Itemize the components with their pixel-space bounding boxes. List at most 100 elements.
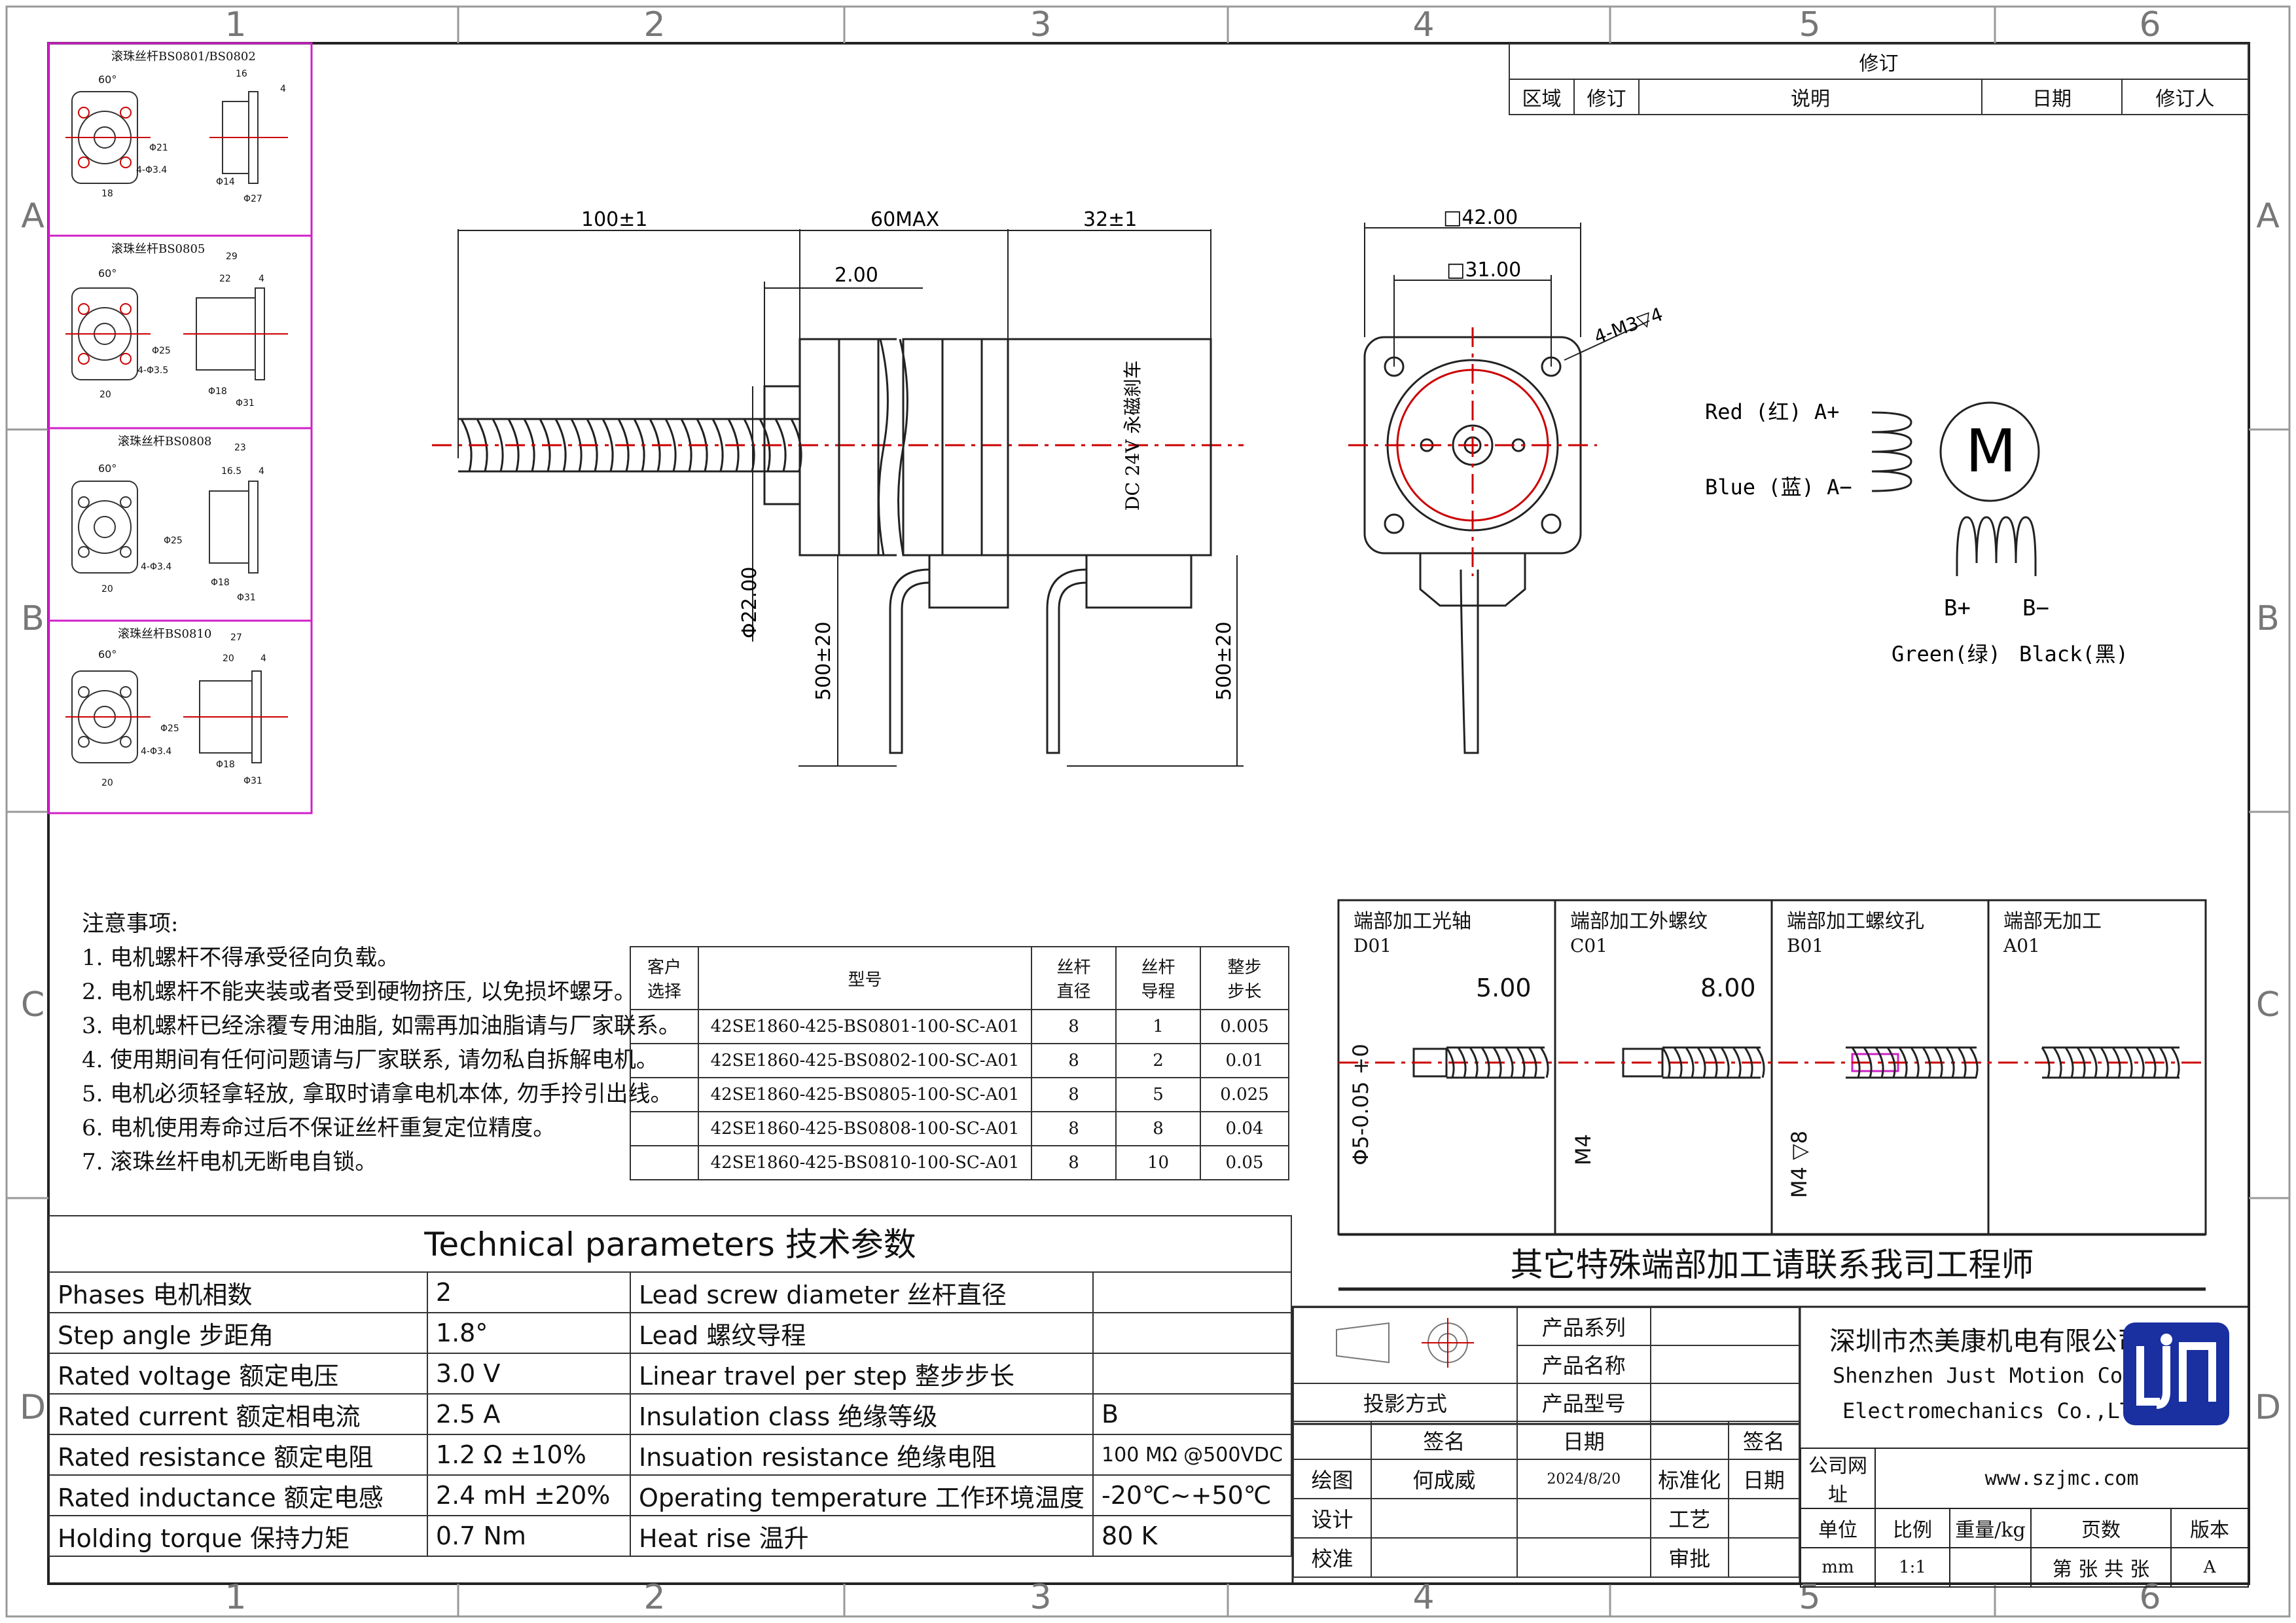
row-label-a-right: A — [2256, 196, 2280, 236]
end-option-2-side-dim: M4 — [1571, 1134, 1596, 1165]
panel-1-dim-g: Φ27 — [243, 194, 262, 204]
model-cell: 42SE1860-425-BS0801-100-SC-A01 — [698, 1009, 1032, 1044]
motor-front-view — [1348, 327, 1597, 754]
end-option-2-title: 端部加工外螺纹 — [1570, 910, 1708, 933]
motor-symbol: M — [1965, 417, 2017, 486]
drawer-name: 何成威 — [1371, 1459, 1518, 1499]
column-label-3-bottom: 3 — [1030, 1578, 1052, 1617]
table-row: Rated current 额定相电流 2.5 A Insulation cla… — [48, 1393, 1292, 1435]
param-value: 0.7 Nm — [426, 1515, 632, 1557]
param-label: Operating temperature 工作环境温度 — [629, 1474, 1094, 1516]
param-value: 1.8° — [426, 1312, 632, 1354]
table-row: Rated inductance 额定电感 2.4 mH ±20% Operat… — [48, 1474, 1292, 1516]
step-cell: 0.005 — [1200, 1009, 1289, 1044]
product-name-label: 产品名称 — [1516, 1345, 1651, 1384]
sign-label-2: 签名 — [1727, 1421, 1801, 1460]
panel-3-dim-d: Φ25 — [164, 536, 183, 546]
product-series-value — [1649, 1307, 1801, 1346]
panel-2-dim-g: Φ18 — [208, 386, 227, 397]
param-label: Insuation resistance 绝缘电阻 — [629, 1434, 1094, 1476]
panel-4-dim-a: 27 — [230, 632, 242, 643]
ball-screw-panel-4 — [65, 670, 288, 763]
end-option-1-side-dim: Φ5-0.05 +0 — [1348, 1044, 1373, 1165]
company-block: 深圳市杰美康机电有限公司 Shenzhen Just Motion Contro… — [1800, 1307, 2249, 1449]
param-label: Rated voltage 额定电压 — [48, 1353, 428, 1395]
table-row: Rated voltage 额定电压 3.0 V Linear travel p… — [48, 1353, 1292, 1395]
panel-3-angle: 60° — [98, 462, 117, 475]
param-value — [1092, 1312, 1292, 1354]
unit-value: mm — [1800, 1547, 1876, 1588]
panel-1-dim-d: 4-Φ3.4 — [136, 165, 168, 175]
panel-2-dim-f: 20 — [99, 390, 111, 400]
product-series-label: 产品系列 — [1516, 1307, 1651, 1346]
wire-red: Red (红) A+ — [1705, 399, 1839, 424]
model-select-cell[interactable] — [630, 1145, 699, 1180]
panel-3-title: 滚珠丝杆BS0808 — [118, 435, 212, 448]
table-row: 42SE1860-425-BS0801-100-SC-A01 8 1 0.005 — [630, 1009, 1289, 1044]
param-value — [1092, 1353, 1292, 1395]
model-select-cell[interactable] — [630, 1111, 699, 1146]
ball-screw-panel-2 — [65, 287, 288, 380]
draw-date: 2024/8/20 — [1516, 1459, 1651, 1499]
row-label-b-right: B — [2256, 599, 2280, 638]
row-label-c: C — [20, 985, 45, 1025]
panel-4-angle: 60° — [98, 648, 117, 661]
table-row: 42SE1860-425-BS0810-100-SC-A01 8 10 0.05 — [630, 1145, 1289, 1180]
wiring-diagram — [1871, 401, 2040, 576]
panel-1-dim-c: Φ21 — [149, 143, 168, 153]
dim-outer-square: □42.00 — [1443, 206, 1518, 229]
end-option-3-side-dim: M4 ▽8 — [1787, 1130, 1812, 1198]
param-label: Heat rise 温升 — [629, 1515, 1094, 1557]
param-value: 1.2 Ω ±10% — [426, 1434, 632, 1476]
panel-1-title: 滚珠丝杆BS0801/BS0802 — [111, 50, 256, 64]
product-model-value — [1649, 1383, 1801, 1422]
wire-blue: Blue (蓝) A− — [1705, 475, 1852, 500]
model-cell: 42SE1860-425-BS0808-100-SC-A01 — [698, 1111, 1032, 1146]
wire-black: Black(黑) — [2019, 642, 2128, 666]
note-item: 1. 电机螺杆不得承受径向负载。 — [82, 945, 400, 971]
projection-icon — [1335, 1318, 1474, 1368]
revision-header-date: 日期 — [1981, 79, 2123, 115]
column-label-1-bottom: 1 — [224, 1578, 247, 1617]
product-name-value — [1649, 1345, 1801, 1384]
model-cell: 42SE1860-425-BS0810-100-SC-A01 — [698, 1145, 1032, 1180]
dim-mount-holes: 4-M3▽4 — [1591, 303, 1666, 348]
panel-1-dim-f: Φ14 — [216, 177, 235, 187]
sign-label: 签名 — [1371, 1421, 1518, 1460]
scale-value: 1:1 — [1874, 1547, 1950, 1588]
param-label: Holding torque 保持力矩 — [48, 1515, 428, 1557]
model-select-cell[interactable] — [630, 1009, 699, 1044]
panel-3-dim-h: Φ31 — [237, 593, 256, 603]
standard-label: 标准化 — [1649, 1459, 1729, 1499]
model-header-diameter: 丝杆 直径 — [1031, 946, 1117, 1010]
model-header-step: 整步 步长 — [1200, 946, 1289, 1010]
param-label: Linear travel per step 整步步长 — [629, 1353, 1094, 1395]
title-block-left: 产品系列 产品名称 投影方式 产品型号 签名 日期 签名 绘图 何成威 2024… — [1293, 1307, 1801, 1578]
param-value — [1092, 1271, 1292, 1313]
panel-4-title: 滚珠丝杆BS0810 — [118, 627, 212, 641]
row-label-c-right: C — [2255, 985, 2280, 1025]
step-cell: 0.025 — [1200, 1077, 1289, 1112]
date-label-2: 日期 — [1727, 1459, 1801, 1499]
end-machining-footer: 其它特殊端部加工请联系我司工程师 — [1510, 1246, 2034, 1284]
dim-lead-1: 500±20 — [812, 621, 835, 701]
panel-2-dim-c: 4 — [259, 274, 264, 284]
column-label-4-bottom: 4 — [1412, 1578, 1435, 1617]
param-label: Lead 螺纹导程 — [629, 1312, 1094, 1354]
title-block-right: 公司网址 www.szjmc.com 单位 比例 重量/kg 页数 版本 mm … — [1800, 1448, 2249, 1588]
param-label: Step angle 步距角 — [48, 1312, 428, 1354]
note-item: 4. 使用期间有任何问题请与厂家联系, 请勿私自拆解电机。 — [82, 1047, 658, 1073]
model-select-cell[interactable] — [630, 1043, 699, 1078]
website-link[interactable]: www.szjmc.com — [1874, 1448, 2249, 1509]
dim-lead-2: 500±20 — [1213, 621, 1236, 701]
table-row: 42SE1860-425-BS0808-100-SC-A01 8 8 0.04 — [630, 1111, 1289, 1146]
column-label-6: 6 — [2139, 5, 2161, 45]
panel-2-dim-b: 22 — [219, 274, 231, 284]
dim-brake-length: 32±1 — [1083, 208, 1137, 231]
dim-inner-square: □31.00 — [1446, 259, 1521, 282]
company-logo-icon — [2123, 1322, 2229, 1425]
model-header-select: 客户 选择 — [630, 946, 699, 1010]
wire-b-plus: B+ — [1944, 595, 1971, 621]
model-cell: 42SE1860-425-BS0802-100-SC-A01 — [698, 1043, 1032, 1078]
model-select-cell[interactable] — [630, 1077, 699, 1112]
